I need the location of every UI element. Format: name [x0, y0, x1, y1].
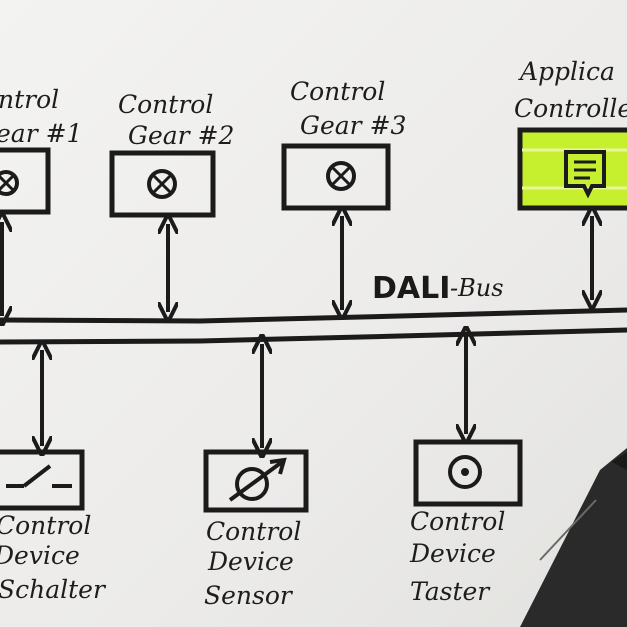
control-device-sensor-box — [203, 449, 309, 513]
control-gear-2-box — [109, 150, 216, 218]
controller-icon — [564, 150, 606, 199]
pen-object — [520, 448, 627, 627]
svg-text:Controlle: Controlle — [514, 94, 627, 123]
svg-text:DALI: DALI — [372, 271, 450, 306]
control-device-schalter-box — [0, 449, 85, 511]
bottom-connection-arrows — [42, 336, 466, 448]
control-device-taster-label: Control Device Taster — [409, 507, 505, 606]
svg-text:Gear #3: Gear #3 — [300, 111, 406, 140]
svg-text:Control: Control — [0, 511, 91, 540]
svg-text:-Bus: -Bus — [450, 274, 504, 302]
svg-text:Device: Device — [409, 539, 496, 568]
application-controller-label: Applica Controlle — [514, 57, 627, 123]
control-device-taster-box — [413, 439, 523, 507]
svg-text:Control: Control — [410, 507, 505, 536]
control-gear-2-label: Control Gear #2 — [118, 90, 234, 150]
svg-text:Taster: Taster — [410, 577, 491, 606]
svg-text:Applica: Applica — [518, 57, 615, 86]
control-device-sensor-label: Control Device Sensor — [204, 517, 301, 610]
svg-text:ntrol: ntrol — [0, 85, 59, 114]
control-device-schalter-label: Control Device Schalter — [0, 511, 107, 604]
button-icon — [448, 455, 482, 489]
top-connection-arrows — [0, 216, 592, 316]
lamp-icon — [0, 170, 19, 196]
svg-text:Device: Device — [0, 541, 80, 570]
dali-bus-line — [0, 307, 627, 345]
application-controller-box — [517, 127, 627, 211]
control-gear-3-label: Control Gear #3 — [290, 77, 406, 140]
lamp-icon — [326, 161, 356, 191]
svg-text:Device: Device — [207, 547, 294, 576]
lamp-icon — [147, 169, 177, 199]
svg-text:ear #1: ear #1 — [0, 119, 82, 148]
svg-text:Schalter: Schalter — [0, 575, 107, 604]
control-gear-3-box — [281, 143, 391, 211]
svg-text:Control: Control — [206, 517, 301, 546]
svg-text:Sensor: Sensor — [204, 581, 294, 610]
switch-icon — [6, 464, 72, 488]
svg-text:Control: Control — [118, 90, 213, 119]
dali-bus-label: DALI -Bus — [372, 271, 504, 306]
svg-text:Gear #2: Gear #2 — [128, 121, 234, 150]
control-gear-1-label: ntrol ear #1 — [0, 85, 82, 148]
control-gear-1-box — [0, 147, 51, 215]
sensor-icon — [228, 457, 287, 502]
svg-text:Control: Control — [290, 77, 385, 106]
